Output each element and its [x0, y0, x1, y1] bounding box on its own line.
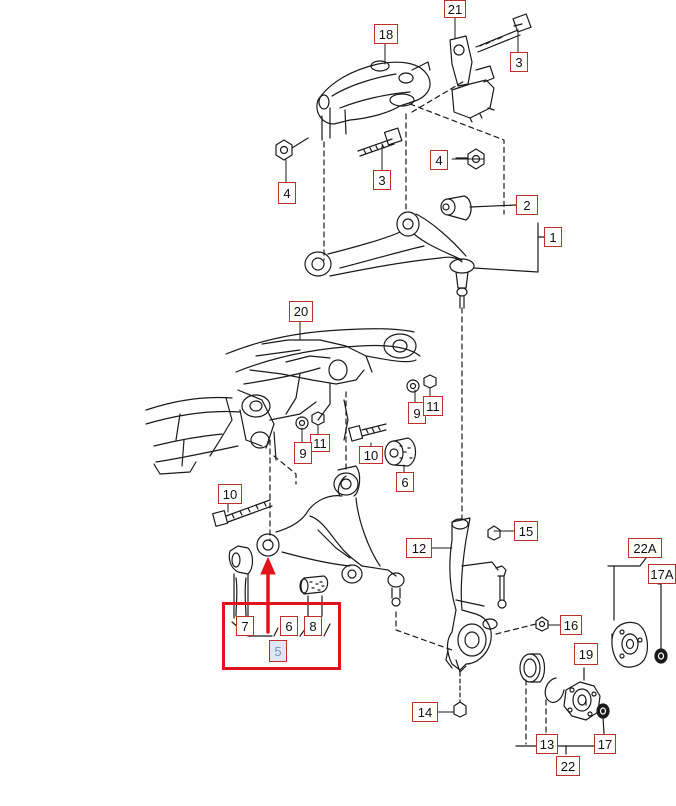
bushing-8 [299, 575, 329, 617]
bolt-3-upper [475, 13, 532, 53]
bushing-7 [228, 545, 254, 619]
callout-16[interactable]: 16 [560, 615, 582, 635]
subframe-20 [145, 328, 421, 475]
upper-control-arm-1 [304, 211, 475, 309]
callout-19[interactable]: 19 [574, 643, 598, 665]
nut-16 [535, 616, 549, 632]
callout-22a[interactable]: 22A [628, 538, 662, 558]
nut-4-left [275, 137, 309, 161]
dash-lines-mid [269, 391, 347, 541]
bracket-line-1 [473, 222, 545, 273]
callout-22[interactable]: 22 [556, 756, 580, 776]
hub-nut-17 [596, 703, 610, 734]
callout-10[interactable]: 10 [359, 446, 383, 464]
callout-9[interactable]: 9 [294, 442, 312, 464]
bushing-6-right [384, 437, 417, 467]
callout-14[interactable]: 14 [412, 702, 438, 722]
steering-knuckle-12 [445, 517, 499, 673]
leader-lines [227, 17, 662, 739]
nut-14 [453, 671, 467, 718]
callout-13[interactable]: 13 [536, 734, 558, 754]
callout-7[interactable]: 7 [236, 616, 254, 636]
callout-17[interactable]: 17 [594, 734, 616, 754]
sensor-15 [487, 525, 507, 609]
wheel-bearing-13 [519, 653, 546, 683]
highlight-frame [222, 602, 341, 670]
bolt-10-right [348, 423, 387, 442]
lower-control-arm [256, 465, 405, 607]
bolt-10-left [212, 499, 273, 527]
hub-nut-17a [654, 583, 668, 664]
callout-8[interactable]: 8 [304, 616, 322, 636]
callout-3[interactable]: 3 [510, 52, 528, 72]
speed-sensor-21 [449, 35, 495, 123]
callout-3[interactable]: 3 [373, 170, 391, 190]
callout-21[interactable]: 21 [444, 0, 466, 18]
bushing-2 [440, 195, 517, 221]
callout-10[interactable]: 10 [218, 484, 242, 504]
snap-ring [544, 677, 565, 703]
callout-4[interactable]: 4 [278, 182, 296, 204]
callout-17a[interactable]: 17A [648, 564, 676, 584]
callout-4[interactable]: 4 [430, 150, 448, 170]
callout-12[interactable]: 12 [406, 538, 432, 558]
callout-15[interactable]: 15 [514, 521, 538, 541]
washers-9-nuts-11 [295, 374, 437, 430]
dash-lines-upper [323, 79, 505, 521]
callout-11[interactable]: 11 [310, 434, 330, 452]
bolt-3-lower [357, 127, 403, 157]
callout-20[interactable]: 20 [289, 301, 313, 322]
callout-11[interactable]: 11 [423, 396, 443, 416]
callout-6[interactable]: 6 [280, 616, 298, 636]
callout-18[interactable]: 18 [374, 24, 398, 44]
callout-2[interactable]: 2 [516, 195, 538, 215]
upper-bracket-18 [316, 60, 431, 141]
callout-1[interactable]: 1 [544, 227, 562, 247]
callout-6[interactable]: 6 [396, 472, 414, 492]
wheel-hub-19 [563, 667, 601, 721]
callout-5-selected[interactable]: 5 [269, 640, 287, 662]
hub-assembly-22a [607, 557, 648, 668]
